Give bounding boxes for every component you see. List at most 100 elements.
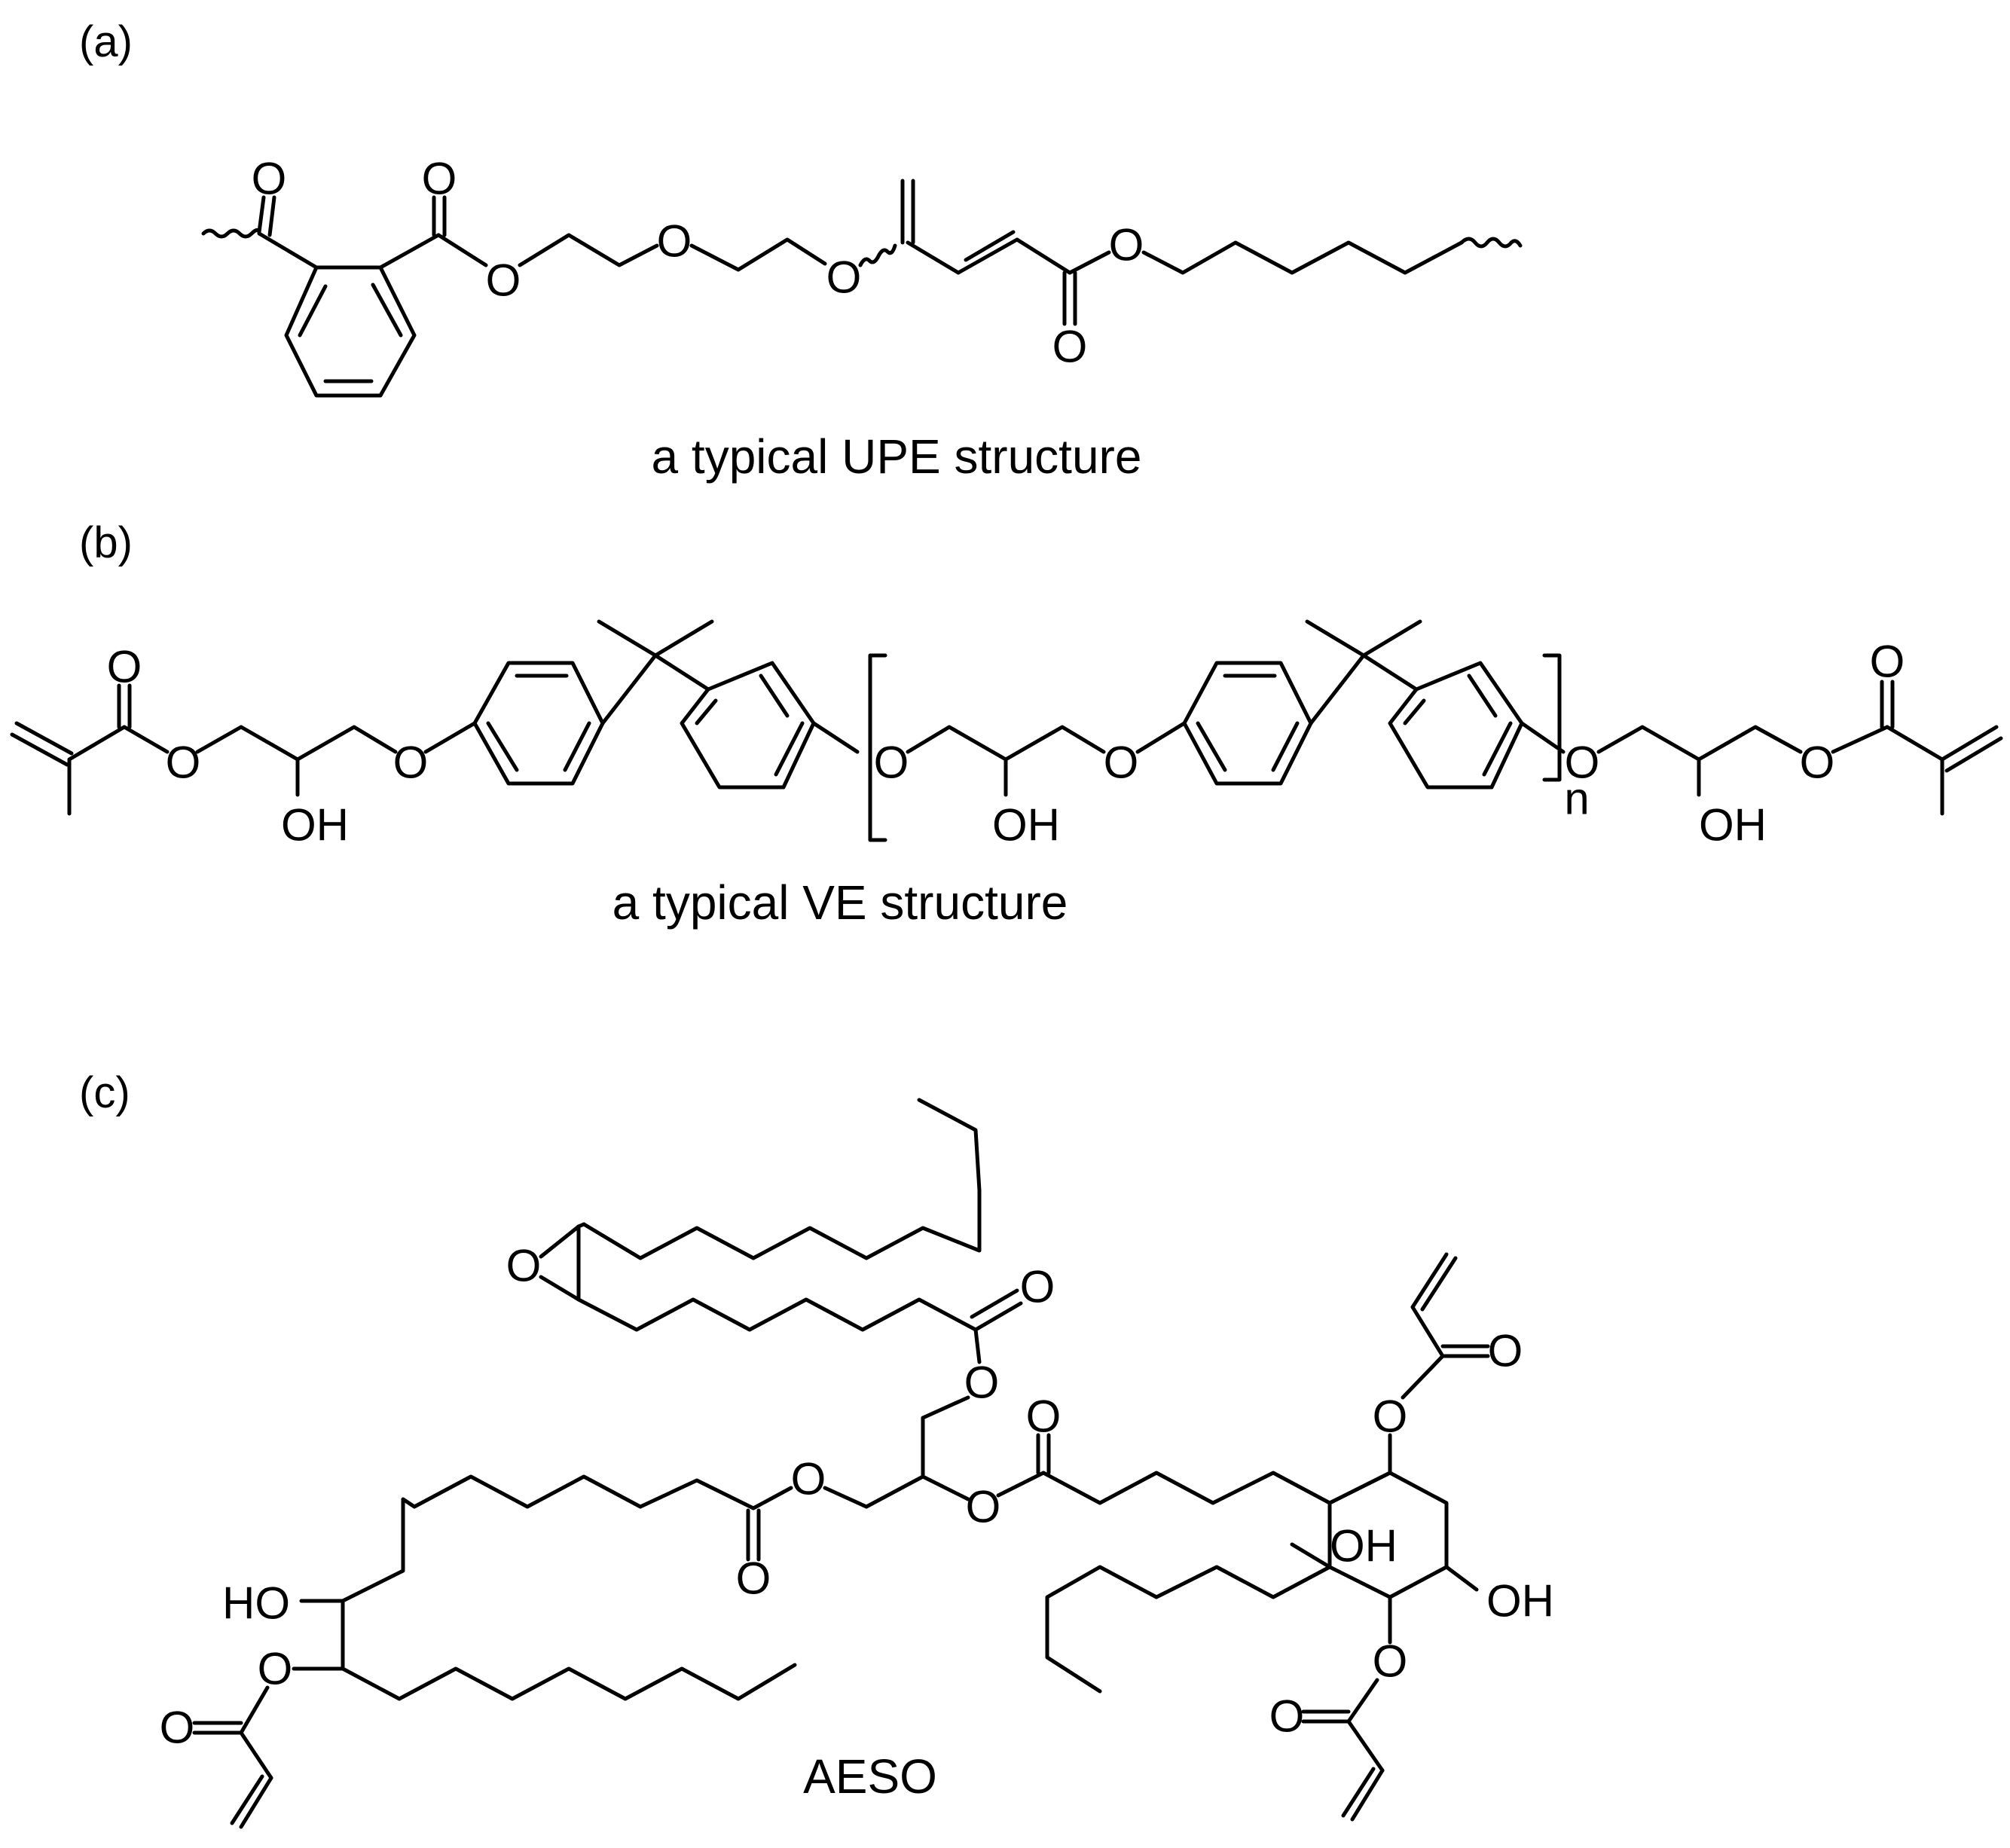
bond: [14, 721, 74, 756]
bond: [1482, 721, 1513, 777]
atom-hydroxyl: OH: [992, 800, 1060, 851]
bond: [1350, 1768, 1385, 1822]
bond: [1309, 653, 1366, 725]
bond: [298, 284, 328, 338]
wavy-bond-right: [1459, 237, 1523, 249]
atom-oxygen: O: [1020, 1262, 1055, 1312]
atom-oxygen: O: [1373, 1391, 1408, 1442]
bond: [964, 230, 1016, 262]
bond: [1346, 1678, 1379, 1724]
bond: [486, 721, 519, 772]
bond: [1410, 1252, 1449, 1309]
bond: [1401, 1354, 1445, 1400]
bond: [1346, 1719, 1385, 1773]
panel-a-caption: a typical UPE structure: [652, 429, 1142, 484]
bond-chain: [689, 237, 827, 272]
bond: [973, 1327, 982, 1364]
bond: [1467, 674, 1498, 718]
atom-oxygen: O: [422, 154, 457, 204]
bond: [956, 237, 1019, 275]
bond: [122, 725, 170, 754]
bond: [576, 1222, 586, 1229]
atom-oxygen: O: [486, 255, 521, 306]
bond: [1420, 1256, 1458, 1312]
panel-a: (a) O O O O O: [79, 17, 1523, 484]
bond-chain: [341, 1474, 756, 1603]
bond: [996, 1471, 1046, 1498]
bond-chain: [195, 725, 398, 762]
panel-b: (b) O O OH O: [10, 518, 2003, 930]
atom-oxygen: O: [826, 252, 862, 303]
bond: [973, 1301, 1023, 1332]
bond: [378, 233, 441, 270]
atom-oxygen: O: [1269, 1691, 1305, 1742]
aeso-structure: O O O O O O HO: [160, 1098, 1554, 1829]
benzene-ring: [1182, 661, 1313, 786]
bond: [239, 1685, 270, 1735]
panel-c: (c) O O O O O: [79, 1068, 1554, 1829]
bond: [267, 195, 276, 237]
bond-chain: [1596, 725, 1803, 762]
bond: [811, 721, 860, 754]
bond: [1135, 721, 1187, 754]
repeat-index: n: [1564, 774, 1589, 824]
bond: [436, 233, 488, 267]
ve-structure: O O OH O O: [10, 619, 2003, 851]
bond: [1271, 721, 1300, 772]
bond: [695, 698, 718, 725]
panel-b-label: (b): [79, 518, 133, 567]
bond: [230, 1774, 264, 1825]
bond: [1361, 653, 1419, 692]
bond: [1015, 237, 1072, 275]
atom-hydroxyl: OH: [1330, 1521, 1398, 1572]
atom-oxygen: O: [1870, 637, 1905, 687]
benzene-ring: [472, 661, 605, 786]
bond-chain: [582, 1098, 982, 1260]
panel-b-caption: a typical VE structure: [612, 875, 1068, 930]
bond: [1361, 619, 1422, 658]
atom-hydroxyl: OH: [281, 800, 349, 851]
bond: [257, 231, 319, 270]
atom-oxygen: O: [393, 738, 429, 788]
atom-oxygen: O: [166, 738, 201, 788]
atom-oxygen: O: [160, 1703, 195, 1753]
bond: [10, 732, 69, 767]
atom-oxygen: O: [657, 216, 692, 267]
bond: [371, 283, 403, 338]
bond: [539, 1224, 581, 1259]
bond: [423, 721, 477, 754]
panel-c-caption: AESO: [803, 1749, 937, 1804]
bond: [653, 653, 710, 692]
benzene-ring: [680, 661, 816, 790]
bond: [1196, 721, 1227, 772]
atom-oxygen: O: [1488, 1326, 1523, 1376]
bond: [906, 240, 961, 275]
bond: [1410, 1305, 1445, 1358]
upe-structure: O O O O O: [201, 154, 1523, 398]
atom-hydroxyl-left: HO: [222, 1578, 290, 1629]
bond: [539, 1275, 581, 1302]
bond: [774, 721, 805, 777]
atom-oxygen: O: [1109, 220, 1144, 270]
atom-hydroxyl: OH: [1699, 800, 1767, 851]
atom-oxygen: O: [1026, 1391, 1062, 1442]
panel-a-label: (a): [79, 17, 133, 66]
atom-oxygen: O: [1052, 322, 1088, 372]
bond: [1520, 721, 1566, 754]
bond: [1290, 1542, 1332, 1569]
atom-oxygen: O: [964, 1358, 1000, 1408]
atom-hydroxyl: OH: [1486, 1576, 1554, 1627]
bond: [239, 1730, 273, 1780]
atom-oxygen: O: [874, 738, 909, 788]
bond: [257, 195, 266, 234]
bond: [751, 1486, 793, 1510]
bond: [653, 619, 714, 658]
atom-oxygen: O: [1373, 1636, 1408, 1687]
bond-chain: [518, 233, 659, 267]
wavy-bond-left: [201, 228, 261, 239]
bond: [1444, 1565, 1479, 1592]
bond: [1403, 698, 1426, 725]
bond: [1940, 725, 1999, 762]
atom-oxygen: O: [506, 1241, 542, 1291]
